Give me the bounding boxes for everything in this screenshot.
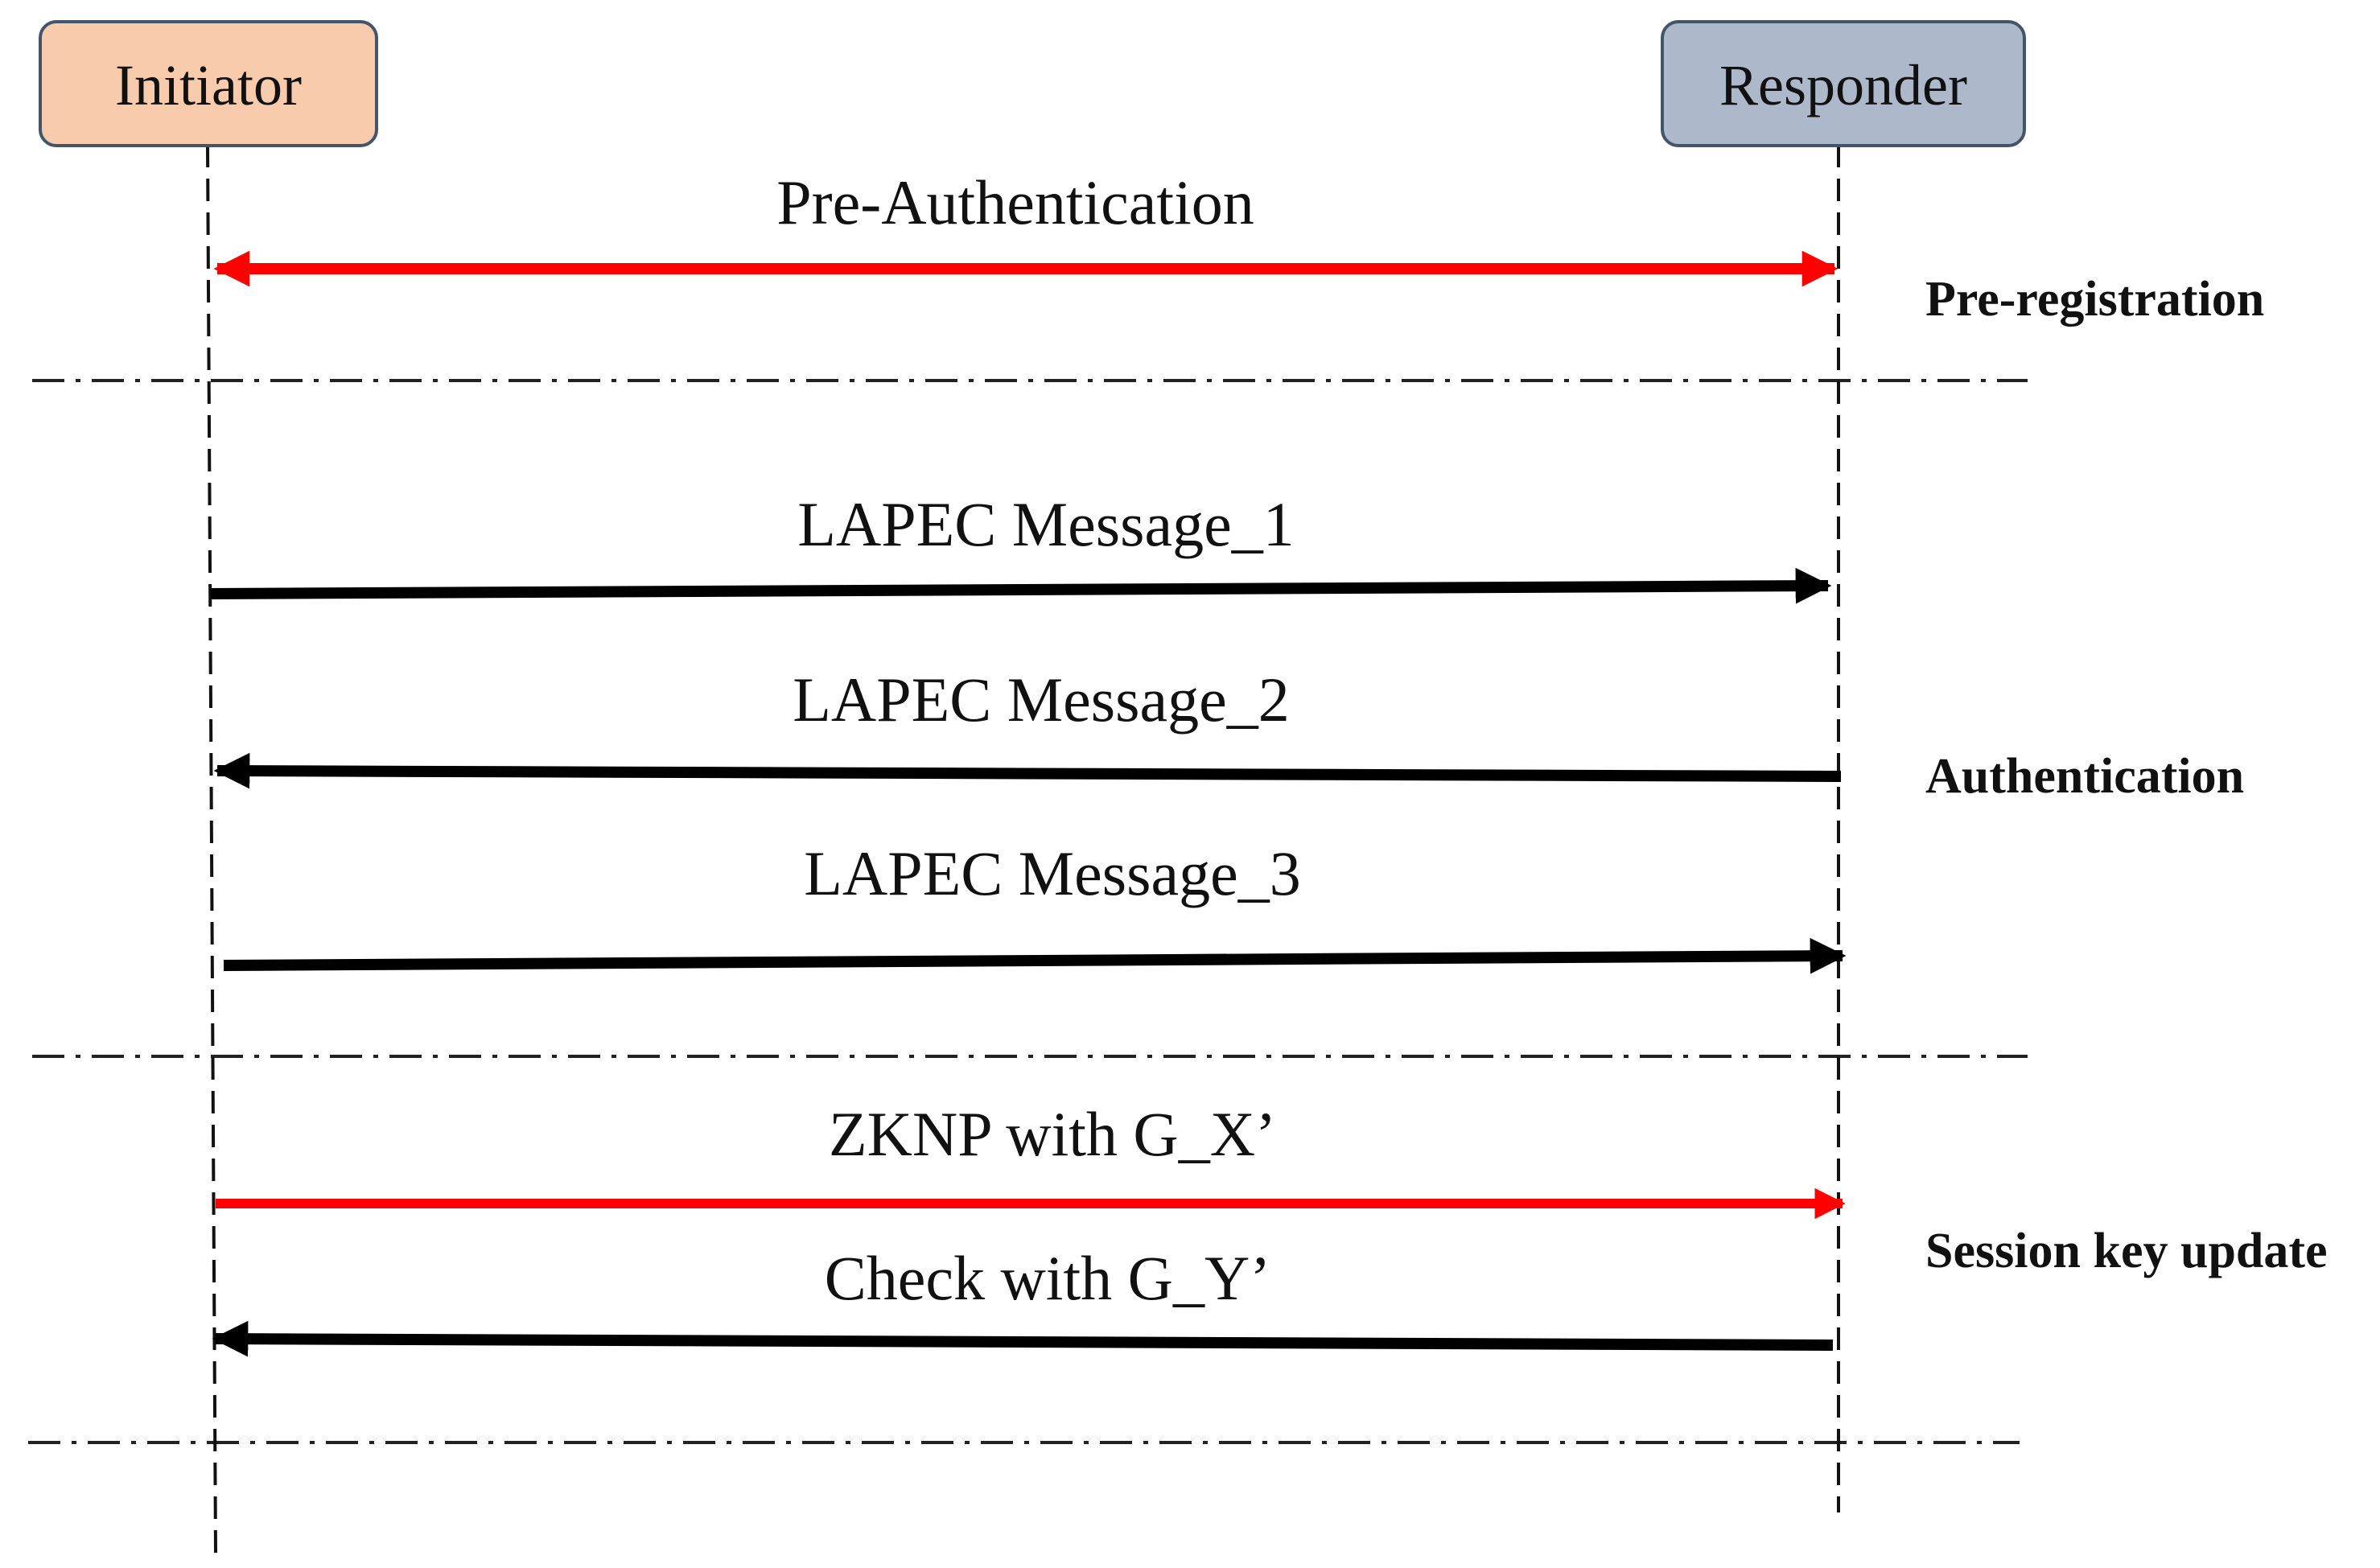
phase-label-authentication: Authentication [1925, 749, 2244, 804]
message-label-lapec-1: LAPEC Message_1 [797, 489, 1294, 559]
arrow-lapec-2 [213, 752, 1842, 789]
phase-label-pre-registration: Pre-registration [1925, 272, 2264, 327]
message-label-zknp: ZKNP with G_X’ [829, 1099, 1276, 1169]
phase-label-session-key-update: Session key update [1925, 1224, 2328, 1278]
arrow-lapec-3 [223, 937, 1847, 974]
message-label-lapec-2: LAPEC Message_2 [793, 665, 1289, 735]
initiator-label: Initiator [115, 53, 302, 117]
message-label-check: Check with G_Y’ [825, 1243, 1271, 1313]
initiator-lifeline [206, 144, 217, 1554]
message-label-lapec-3: LAPEC Message_3 [804, 838, 1300, 908]
initiator-box [39, 20, 378, 147]
responder-label: Responder [1719, 53, 1967, 117]
actor-responder: Responder [1661, 20, 2026, 147]
arrow-check [212, 1320, 1834, 1357]
responder-box [1661, 20, 2026, 147]
message-label-pre-authentication: Pre-Authentication [776, 167, 1254, 237]
arrow-lapec-1 [210, 567, 1832, 604]
actor-initiator: Initiator [39, 20, 378, 147]
